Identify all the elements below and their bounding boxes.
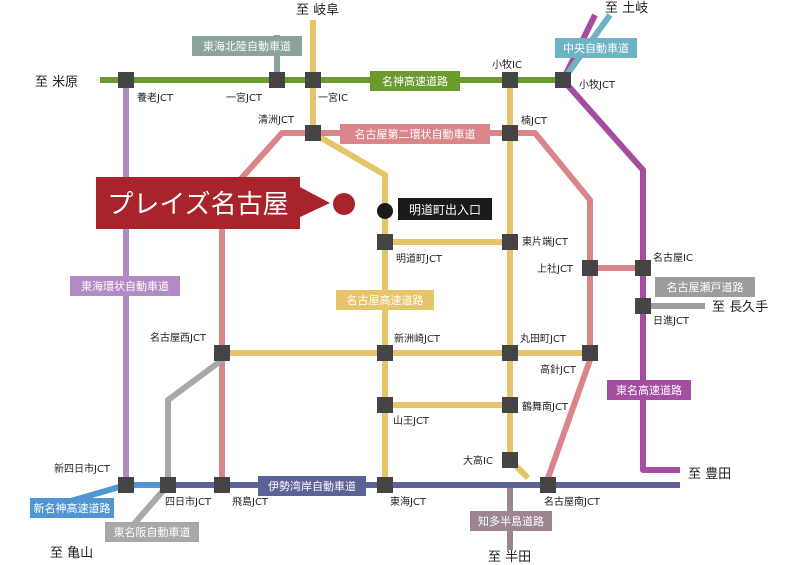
junction-marker bbox=[635, 260, 651, 276]
jct-label-shinsuzaki: 新洲崎JCT bbox=[394, 332, 441, 345]
junction-marker bbox=[582, 345, 598, 361]
jct-label-kusunoki: 楠JCT bbox=[521, 114, 548, 127]
road-tag-tomei bbox=[607, 380, 691, 400]
road-name-tomei: 東名高速道路 bbox=[616, 383, 682, 397]
junction-marker bbox=[635, 298, 651, 314]
junction-marker bbox=[502, 234, 518, 250]
jct-label-tsurumai: 鶴舞南JCT bbox=[522, 400, 569, 413]
road-name-tokai-ring: 東海環状自動車道 bbox=[81, 279, 169, 293]
title-pointer bbox=[298, 186, 330, 218]
title-box bbox=[96, 177, 300, 229]
road-name-shinmeishin: 新名神高速道路 bbox=[34, 501, 111, 515]
junction-marker bbox=[118, 72, 134, 88]
jct-label-takabari: 高針JCT bbox=[540, 363, 577, 376]
junction-marker bbox=[502, 125, 518, 141]
dest-maibara: 至 米原 bbox=[35, 75, 78, 90]
jct-label-kamiyashiro: 上社JCT bbox=[537, 262, 574, 275]
junction-marker bbox=[540, 477, 556, 493]
dest-toki: 至 土岐 bbox=[605, 1, 648, 16]
junction-marker bbox=[502, 452, 518, 468]
exit-label-box bbox=[398, 198, 492, 220]
road-name-chita: 知多半島道路 bbox=[478, 514, 544, 528]
junction-marker bbox=[305, 125, 321, 141]
jct-label-nagoya-ic: 名古屋IC bbox=[653, 251, 693, 264]
dest-nagakute: 至 長久手 bbox=[712, 300, 768, 315]
jct-label-kiyosu: 清洲JCT bbox=[258, 113, 295, 126]
junction-marker bbox=[214, 345, 230, 361]
dest-kameyama: 至 亀山 bbox=[50, 546, 93, 561]
junction-marker bbox=[214, 477, 230, 493]
road-name-nagoya-ring2: 名古屋第二環状自動車道 bbox=[355, 127, 476, 141]
junction-marker bbox=[377, 234, 393, 250]
road-tag-higashimeihan bbox=[105, 522, 199, 542]
junction-marker bbox=[555, 72, 571, 88]
jct-label-nagoya-nishi: 名古屋西JCT bbox=[150, 331, 207, 344]
road-name-nagoya-expressway: 名古屋高速道路 bbox=[347, 293, 424, 307]
title-text: プレイズ名古屋 bbox=[107, 190, 288, 220]
junction-marker bbox=[377, 397, 393, 413]
road-name-isewangan: 伊勢湾岸自動車道 bbox=[268, 479, 356, 493]
jct-label-komaki-ic: 小牧IC bbox=[492, 58, 522, 71]
jct-label-marutamachi: 丸田町JCT bbox=[520, 332, 567, 345]
junction-marker bbox=[269, 72, 285, 88]
road-name-meishin: 名神高速道路 bbox=[382, 74, 448, 88]
jct-label-yoro: 養老JCT bbox=[137, 91, 174, 104]
junction-marker bbox=[377, 477, 393, 493]
junction-marker bbox=[582, 260, 598, 276]
jct-label-odaka: 大高IC bbox=[463, 454, 493, 467]
road-name-higashimeihan: 東名阪自動車道 bbox=[114, 525, 191, 539]
jct-label-nisshin: 日進JCT bbox=[653, 315, 690, 327]
road-tag-isewangan bbox=[258, 476, 366, 496]
jct-label-ichinomiya-jct: 一宮JCT bbox=[226, 91, 263, 104]
road-name-chuo: 中央自動車道 bbox=[563, 41, 629, 55]
dest-toyota: 至 豊田 bbox=[688, 467, 731, 482]
jct-label-komaki-jct: 小牧JCT bbox=[579, 78, 616, 91]
jct-label-yokkaichi-shin: 新四日市JCT bbox=[54, 462, 111, 475]
jct-label-nagoya-minami: 名古屋南JCT bbox=[544, 495, 601, 508]
road-tag-shinmeishin bbox=[30, 498, 114, 518]
jct-label-higashikataha: 東片端JCT bbox=[522, 235, 569, 248]
junction-marker bbox=[160, 477, 176, 493]
jct-label-sanno: 山王JCT bbox=[393, 415, 430, 427]
jct-label-tobishima: 飛島JCT bbox=[232, 495, 269, 508]
jct-label-ichinomiya-ic: 一宮IC bbox=[318, 91, 348, 104]
road-tag-tokai-hokuriku bbox=[192, 36, 302, 56]
higashimeihan-line bbox=[117, 357, 224, 542]
junction-marker bbox=[377, 345, 393, 361]
junction-marker bbox=[502, 345, 518, 361]
junction-marker bbox=[502, 72, 518, 88]
tomei-line bbox=[560, 13, 680, 473]
road-name-seto: 名古屋瀬戸道路 bbox=[667, 280, 744, 294]
road-name-tokai-hokuriku: 東海北陸自動車道 bbox=[203, 39, 291, 53]
road-tag-nagoya-expressway bbox=[336, 290, 434, 310]
road-tag-meishin bbox=[370, 71, 460, 91]
road-tag-chita bbox=[470, 511, 552, 531]
road-tag-nagoya-ring2 bbox=[340, 124, 490, 144]
jct-label-yokkaichi: 四日市JCT bbox=[165, 495, 212, 508]
junction-marker bbox=[502, 397, 518, 413]
jct-label-meidocho: 明道町JCT bbox=[396, 252, 443, 265]
site-location-marker bbox=[333, 193, 355, 215]
jct-label-tokai: 東海JCT bbox=[390, 495, 427, 508]
dest-gifu: 至 岐阜 bbox=[296, 2, 339, 18]
junction-marker bbox=[305, 72, 321, 88]
exit-label: 明道町出入口 bbox=[409, 203, 481, 217]
junction-marker bbox=[118, 477, 134, 493]
exit-marker bbox=[377, 203, 393, 219]
road-tag-chuo bbox=[555, 38, 637, 58]
road-tag-tokai-ring bbox=[70, 276, 180, 296]
road-tag-seto bbox=[655, 277, 755, 297]
dest-handa: 至 半田 bbox=[488, 550, 531, 565]
